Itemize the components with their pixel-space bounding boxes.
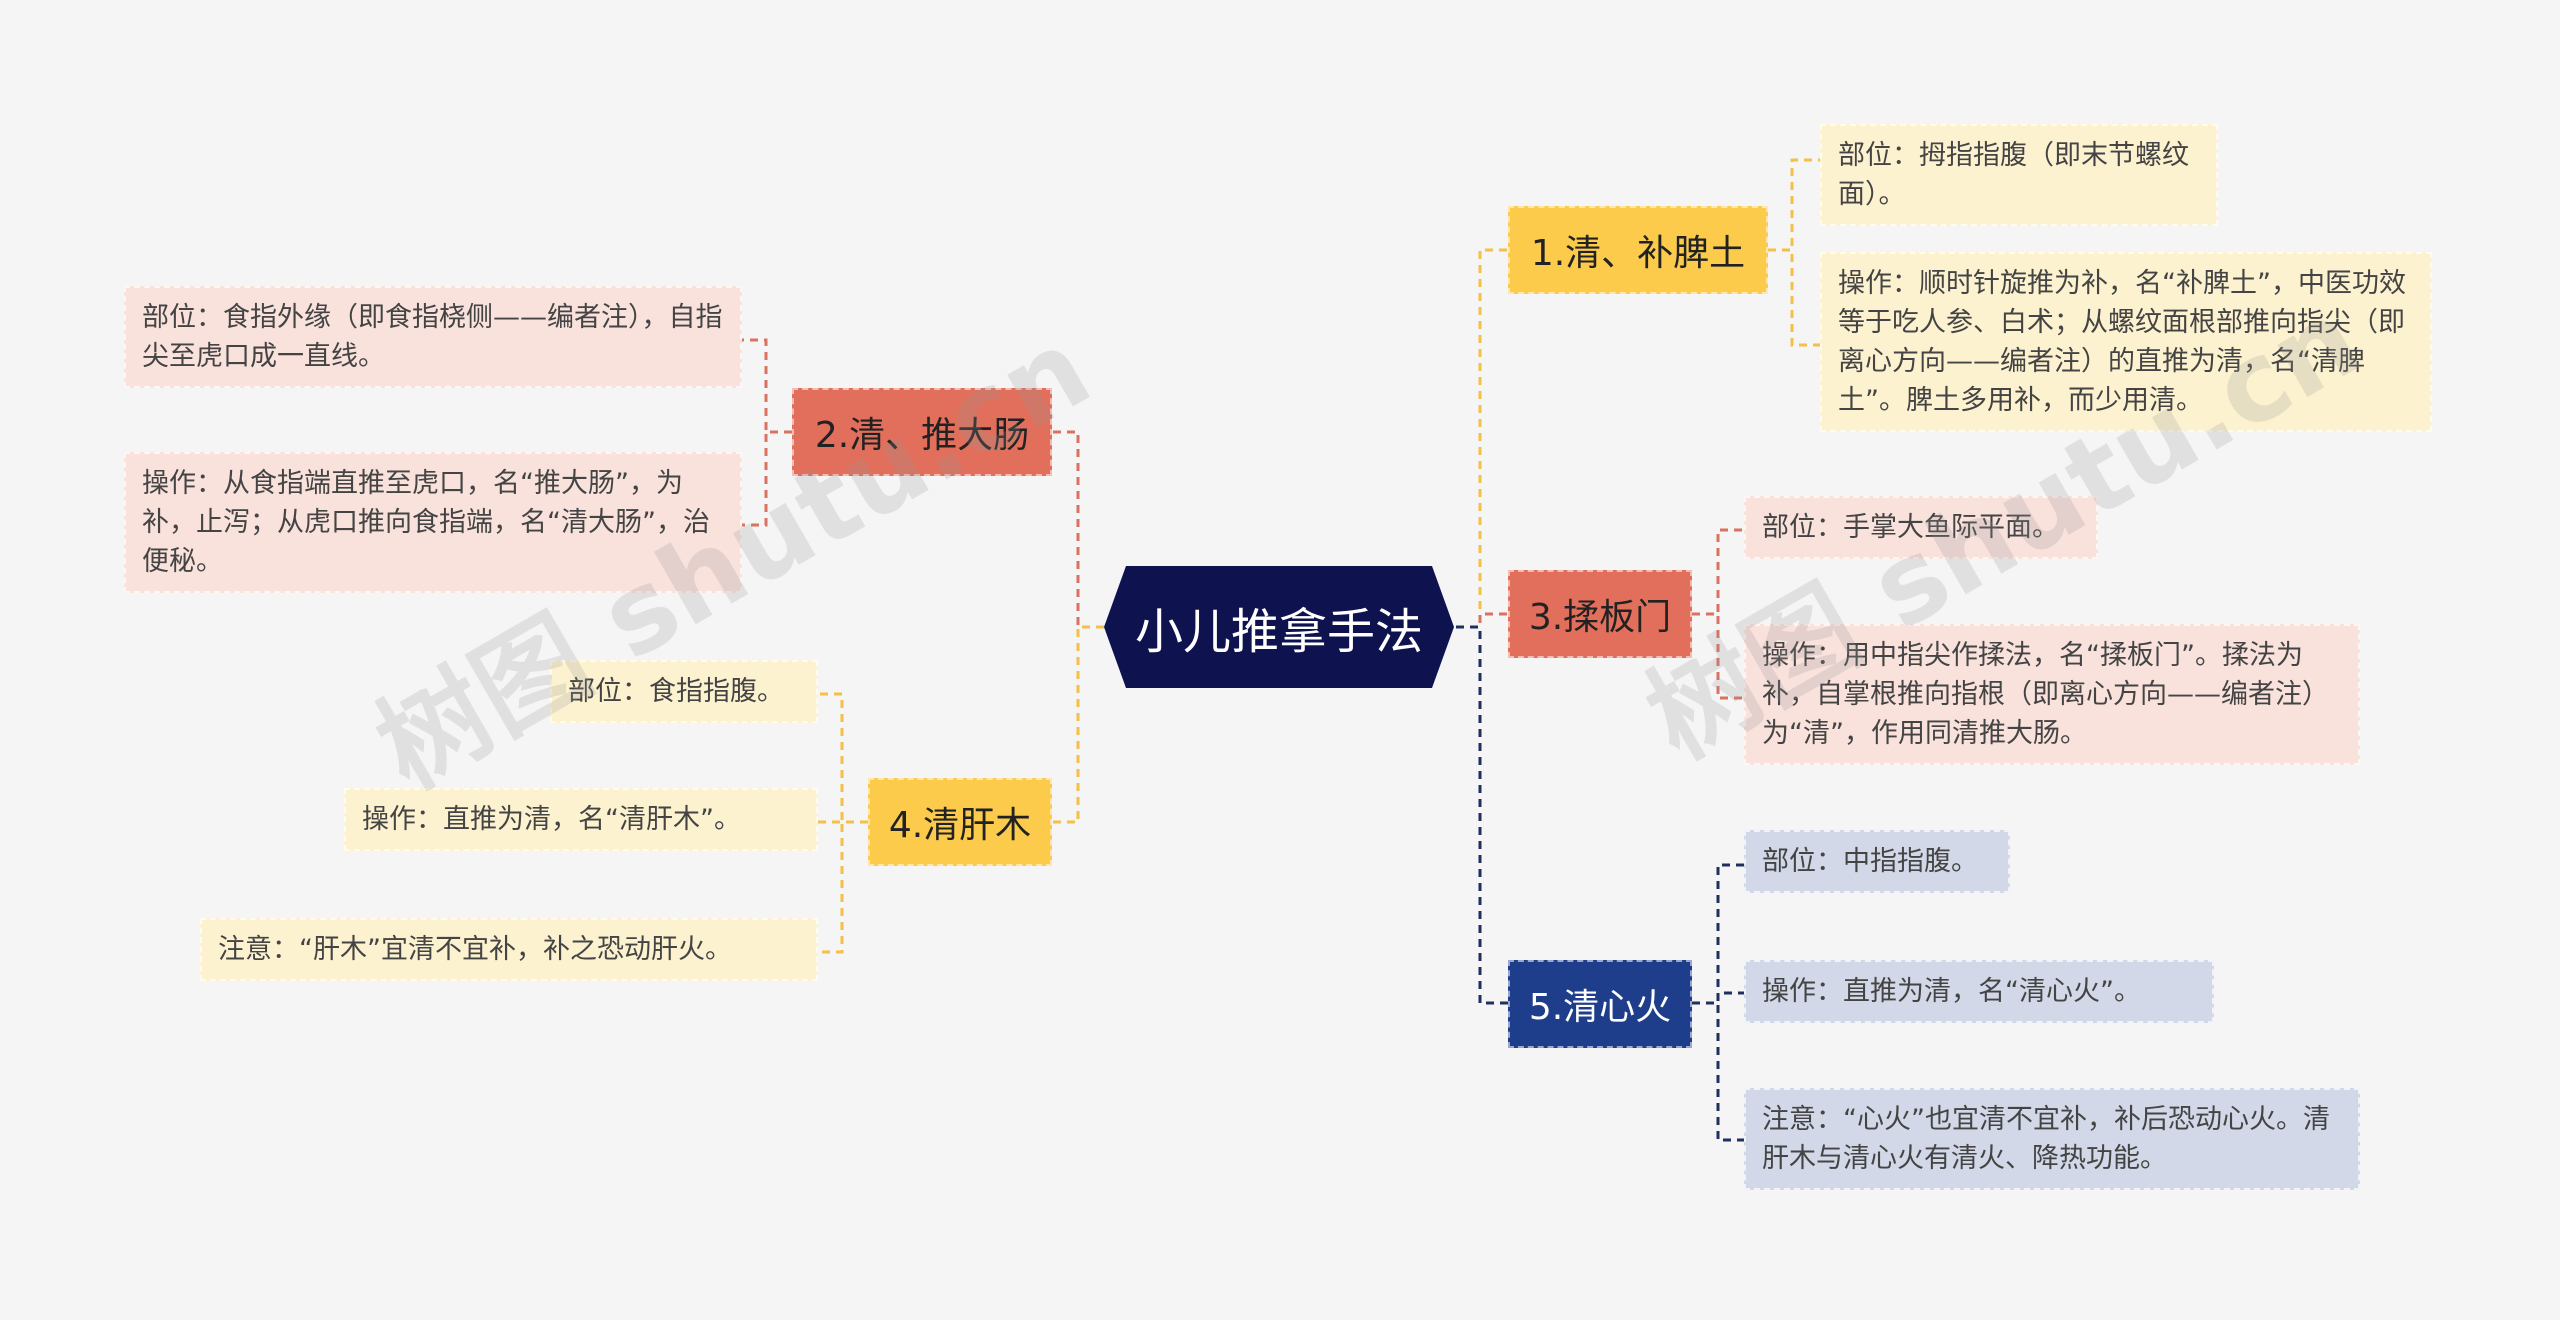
branch-topic-spleen[interactable]: 1.清、补脾土 xyxy=(1508,206,1768,294)
leaf-text: 部位：食指外缘（即食指桡侧——编者注），自指尖至虎口成一直线。 xyxy=(142,302,723,372)
leaf-text: 操作：顺时针旋推为补，名“补脾土”，中医功效等于吃人参、白术；从螺纹面根部推向指… xyxy=(1838,268,2406,416)
leaf-text: 注意：“心火”也宜清不宜补，补后恐动心火。清肝木与清心火有清火、降热功能。 xyxy=(1762,1104,2330,1174)
leaf-text: 部位：拇指指腹（即末节螺纹面）。 xyxy=(1838,140,2189,210)
branch-topic-banmen[interactable]: 3.揉板门 xyxy=(1508,570,1692,658)
branch-label: 4.清肝木 xyxy=(888,805,1032,846)
branch-label: 1.清、补脾土 xyxy=(1530,233,1746,274)
leaf-note[interactable]: 操作：直推为清，名“清心火”。 xyxy=(1744,960,2214,1023)
branch-label: 2.清、推大肠 xyxy=(814,415,1030,456)
leaf-text: 操作：直推为清，名“清心火”。 xyxy=(1762,976,2141,1007)
leaf-note[interactable]: 注意：“肝木”宜清不宜补，补之恐动肝火。 xyxy=(200,918,818,981)
branch-label: 5.清心火 xyxy=(1528,987,1672,1028)
leaf-note[interactable]: 部位：食指指腹。 xyxy=(550,660,818,723)
leaf-note[interactable]: 部位：中指指腹。 xyxy=(1744,830,2010,893)
branch-topic-large-intestine[interactable]: 2.清、推大肠 xyxy=(792,388,1052,476)
leaf-note[interactable]: 操作：顺时针旋推为补，名“补脾土”，中医功效等于吃人参、白术；从螺纹面根部推向指… xyxy=(1820,252,2432,432)
leaf-note[interactable]: 部位：拇指指腹（即末节螺纹面）。 xyxy=(1820,124,2218,226)
leaf-note[interactable]: 部位：手掌大鱼际平面。 xyxy=(1744,496,2098,559)
leaf-note[interactable]: 操作：用中指尖作揉法，名“揉板门”。揉法为补，自掌根推向指根（即离心方向——编者… xyxy=(1744,624,2360,765)
leaf-note[interactable]: 操作：直推为清，名“清肝木”。 xyxy=(344,788,818,851)
leaf-text: 操作：从食指端直推至虎口，名“推大肠”，为补，止泻；从虎口推向食指端，名“清大肠… xyxy=(142,468,710,577)
leaf-text: 部位：手掌大鱼际平面。 xyxy=(1762,512,2059,543)
root-topic[interactable]: 小儿推拿手法 xyxy=(1104,566,1454,688)
leaf-text: 部位：中指指腹。 xyxy=(1762,846,1978,877)
branch-label: 3.揉板门 xyxy=(1528,597,1672,638)
branch-topic-heart-fire[interactable]: 5.清心火 xyxy=(1508,960,1692,1048)
leaf-note[interactable]: 注意：“心火”也宜清不宜补，补后恐动心火。清肝木与清心火有清火、降热功能。 xyxy=(1744,1088,2360,1190)
branch-topic-liver-wood[interactable]: 4.清肝木 xyxy=(868,778,1052,866)
leaf-text: 操作：用中指尖作揉法，名“揉板门”。揉法为补，自掌根推向指根（即离心方向——编者… xyxy=(1762,640,2329,749)
leaf-note[interactable]: 操作：从食指端直推至虎口，名“推大肠”，为补，止泻；从虎口推向食指端，名“清大肠… xyxy=(124,452,742,593)
leaf-text: 部位：食指指腹。 xyxy=(568,676,784,707)
root-hexagon-shape xyxy=(1104,566,1454,688)
root-label: 小儿推拿手法 xyxy=(1134,604,1423,660)
leaf-text: 操作：直推为清，名“清肝木”。 xyxy=(362,804,741,835)
leaf-text: 注意：“肝木”宜清不宜补，补之恐动肝火。 xyxy=(218,934,732,965)
leaf-note[interactable]: 部位：食指外缘（即食指桡侧——编者注），自指尖至虎口成一直线。 xyxy=(124,286,742,388)
